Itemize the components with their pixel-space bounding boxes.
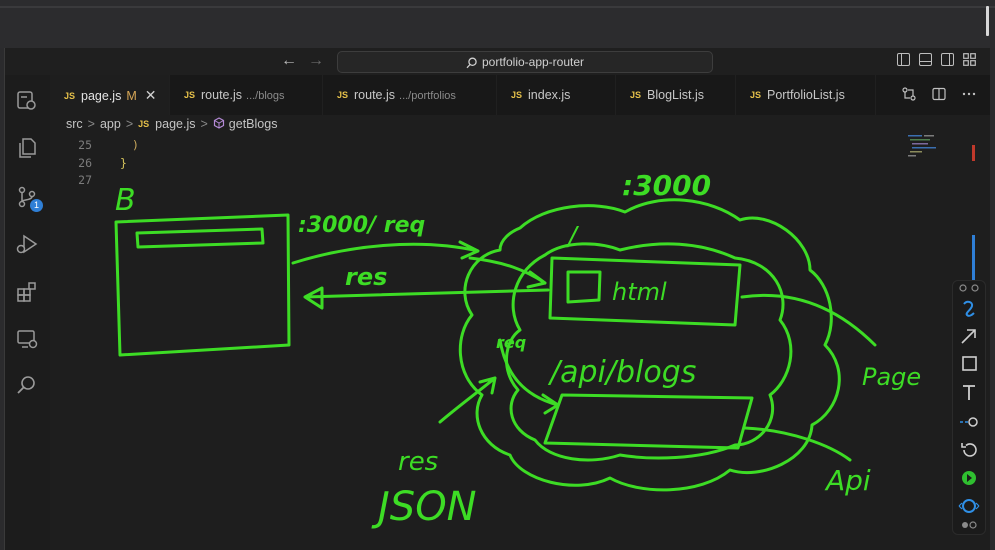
toggle-secondary-sidebar-icon[interactable]: [941, 53, 954, 66]
pen-tool-icon[interactable]: [957, 297, 981, 319]
code-line[interactable]: ): [132, 138, 139, 152]
breadcrumb-separator: >: [200, 117, 208, 131]
command-center-search[interactable]: portfolio-app-router: [337, 51, 713, 73]
breadcrumb-separator: >: [125, 117, 134, 131]
toggle-sidebar-icon[interactable]: [897, 53, 910, 66]
search-text: portfolio-app-router: [481, 55, 585, 69]
editor-area[interactable]: src > app > JS page.js > getBlogs 25 26 27 ) }: [50, 115, 990, 550]
tab-label: BlogList.js: [647, 88, 704, 102]
breadcrumb-separator: >: [87, 117, 95, 131]
tab-label: PortfolioList.js: [767, 88, 845, 102]
js-file-icon: JS: [64, 91, 76, 101]
close-icon[interactable]: ✕: [144, 87, 157, 103]
js-file-icon: JS: [337, 90, 349, 100]
tab-page-js[interactable]: JS page.js M ✕: [50, 75, 170, 115]
line-number: 27: [78, 173, 92, 187]
tab-portfoliolist-js[interactable]: JS PortfolioList.js: [736, 75, 876, 115]
modified-indicator: M: [126, 89, 137, 103]
compare-changes-icon[interactable]: [902, 87, 916, 103]
source-control-icon[interactable]: 1: [15, 185, 43, 212]
line-number-gutter: 25 26 27: [66, 137, 92, 190]
toolbar-header-icon[interactable]: [957, 281, 981, 295]
split-editor-icon[interactable]: [932, 87, 946, 103]
title-bar: ← → portfolio-app-router: [5, 48, 990, 75]
breadcrumb-item[interactable]: page.js: [155, 117, 196, 131]
line-number: 26: [78, 155, 92, 170]
top-divider: [0, 6, 995, 8]
breadcrumb-item[interactable]: app: [99, 117, 121, 131]
arrow-tool-icon[interactable]: [957, 325, 981, 347]
js-file-icon: JS: [511, 90, 523, 100]
customize-layout-icon[interactable]: [963, 53, 976, 66]
extensions-icon[interactable]: [15, 280, 39, 304]
breadcrumb: src > app > JS page.js > getBlogs: [66, 115, 277, 133]
run-debug-icon[interactable]: [15, 232, 39, 256]
js-file-icon: JS: [630, 90, 642, 100]
vscode-window: ← → portfolio-app-router 1: [4, 48, 990, 550]
rectangle-tool-icon[interactable]: [957, 353, 981, 375]
minimap[interactable]: [906, 133, 956, 163]
js-file-icon: JS: [138, 119, 150, 129]
tab-label: page.js: [81, 89, 122, 103]
code-line[interactable]: }: [120, 155, 127, 170]
tab-bloglist-js[interactable]: JS BlogList.js: [616, 75, 736, 115]
text-tool-icon[interactable]: [957, 382, 981, 404]
screen-edge: [986, 6, 989, 36]
color-picker-icon[interactable]: [957, 467, 981, 489]
tab-description: .../blogs: [246, 90, 285, 102]
more-actions-icon[interactable]: [962, 87, 976, 103]
arrow-left-icon[interactable]: ←: [281, 52, 297, 69]
top-strip: [0, 0, 995, 48]
code-lines[interactable]: ) }: [120, 137, 139, 190]
breadcrumb-item[interactable]: getBlogs: [228, 117, 278, 131]
remote-explorer-icon[interactable]: [15, 89, 39, 113]
toggle-panel-icon[interactable]: [919, 53, 932, 66]
editor-scrollbar[interactable]: [972, 145, 975, 295]
function-symbol-icon: [213, 117, 229, 131]
activity-bar: 1: [5, 75, 50, 550]
arrow-right-icon[interactable]: →: [308, 52, 324, 69]
code-line[interactable]: [120, 172, 139, 190]
tab-label: route.js: [201, 88, 243, 102]
source-control-badge: 1: [30, 199, 43, 212]
tab-label: index.js: [528, 88, 571, 102]
stroke-size-icon[interactable]: [957, 495, 981, 517]
toolbar-settings-icon[interactable]: [957, 519, 981, 531]
js-file-icon: JS: [184, 90, 196, 100]
explorer-icon[interactable]: [15, 136, 39, 160]
search-icon: [466, 57, 477, 69]
tab-description: .../portfolios: [399, 90, 456, 102]
layout-controls: [897, 53, 976, 66]
tab-index-js[interactable]: JS index.js: [497, 75, 616, 115]
editor-actions: [902, 87, 976, 103]
breadcrumb-item[interactable]: src: [66, 117, 83, 131]
line-number: 25: [78, 138, 92, 152]
tab-route-js-blogs[interactable]: JS route.js.../blogs: [170, 75, 323, 115]
annotation-toolbar: [952, 280, 986, 535]
tab-route-js-portfolios[interactable]: JS route.js.../portfolios: [323, 75, 497, 115]
laser-tool-icon[interactable]: [957, 411, 981, 433]
search-icon[interactable]: [15, 373, 39, 397]
undo-tool-icon[interactable]: [957, 439, 981, 461]
tab-label: route.js: [354, 88, 396, 102]
remote-display-icon[interactable]: [15, 327, 39, 351]
js-file-icon: JS: [750, 90, 762, 100]
